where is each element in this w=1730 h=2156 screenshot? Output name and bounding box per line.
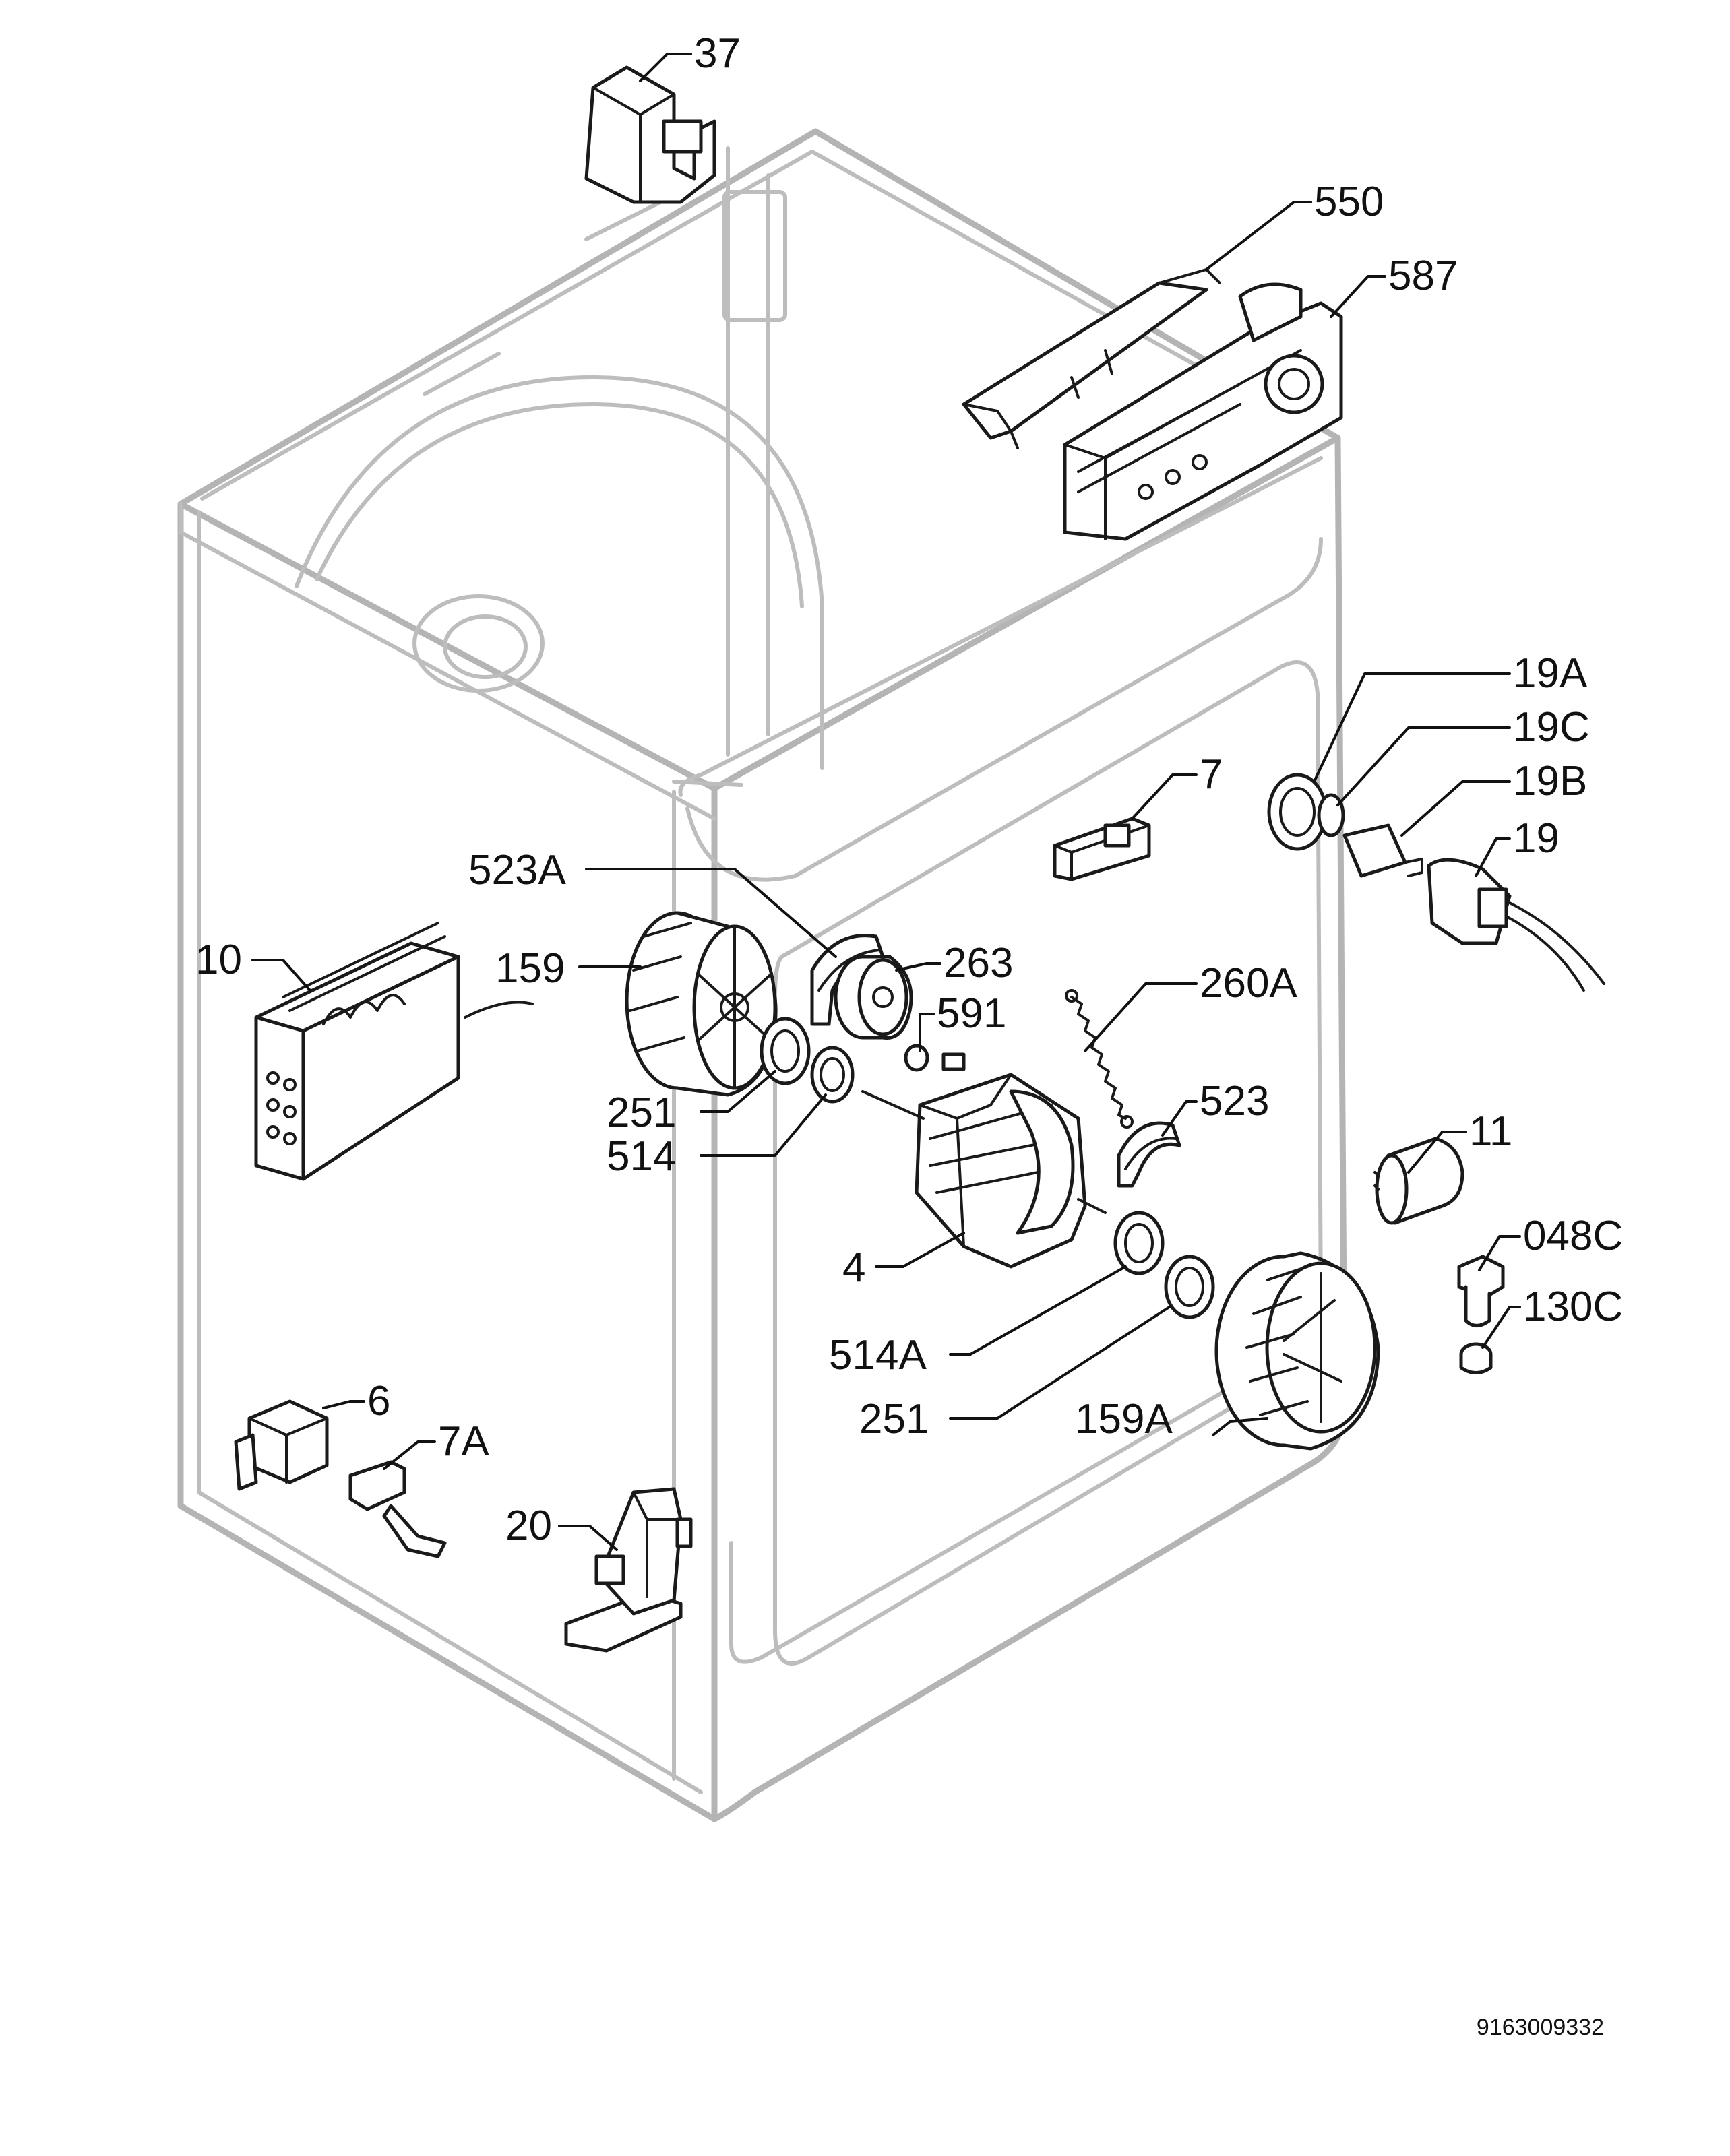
- callout-20: 20: [505, 1502, 552, 1549]
- callout-19: 19: [1513, 815, 1559, 862]
- callout-labels: 37 550 587 19A 19C 19B 19 7 523A 263 260…: [195, 30, 1623, 1549]
- callout-048C: 048C: [1523, 1213, 1623, 1259]
- callout-263: 263: [944, 940, 1013, 986]
- leader-lines: [251, 53, 1521, 1551]
- part-19A-grommet: [1267, 773, 1328, 851]
- callout-6: 6: [367, 1378, 390, 1424]
- callout-251-upper: 251: [607, 1089, 676, 1136]
- part-6-suppressor: [234, 1399, 329, 1491]
- part-11-capacitor: [1373, 1137, 1464, 1225]
- part-7-switch: [1053, 817, 1151, 881]
- part-20-door-latch: [564, 1487, 693, 1653]
- callout-7: 7: [1200, 751, 1223, 798]
- callout-550: 550: [1314, 179, 1384, 225]
- callout-251-lower: 251: [859, 1396, 929, 1442]
- part-10-heater: [254, 922, 534, 1181]
- callout-587: 587: [1388, 253, 1458, 299]
- part-523-bracket: [1117, 1121, 1181, 1188]
- part-37-door-switch: [584, 65, 716, 204]
- callout-19C: 19C: [1513, 704, 1590, 751]
- part-514-bearing: [810, 1046, 855, 1104]
- callout-19B: 19B: [1513, 758, 1587, 804]
- callout-523: 523: [1200, 1078, 1269, 1124]
- part-263-pulley: [834, 955, 913, 1040]
- part-4-motor: [861, 1052, 1107, 1269]
- callout-523A: 523A: [468, 847, 566, 893]
- part-251-bearing-lower: [1164, 1255, 1215, 1319]
- callout-7A: 7A: [438, 1418, 489, 1465]
- callout-11: 11: [1469, 1108, 1512, 1155]
- part-7A-microswitch: [348, 1460, 447, 1558]
- part-19-sensor-with-wires: [1427, 858, 1605, 992]
- part-587-control-module: [1063, 282, 1343, 541]
- part-159-wheel: [625, 911, 778, 1097]
- callout-19A: 19A: [1513, 650, 1588, 697]
- callout-591: 591: [937, 990, 1006, 1037]
- part-591-washer: [904, 1044, 929, 1072]
- part-19C-ring: [1317, 793, 1345, 837]
- part-260A-spring: [1065, 989, 1134, 1129]
- callout-260A: 260A: [1200, 960, 1297, 1007]
- callout-514: 514: [607, 1133, 676, 1180]
- callout-159A: 159A: [1075, 1396, 1173, 1442]
- part-550-control-cover: [962, 268, 1221, 449]
- callout-159: 159: [495, 945, 565, 992]
- callout-10: 10: [195, 937, 242, 983]
- part-251-bearing-upper: [760, 1017, 811, 1085]
- part-048C-filter: [1457, 1255, 1505, 1327]
- part-130C-plug: [1459, 1342, 1493, 1374]
- callout-4: 4: [842, 1244, 865, 1291]
- part-514A-bearing: [1113, 1211, 1165, 1275]
- document-number: 9163009332: [1477, 2015, 1604, 2040]
- part-19B-thermostat: [1342, 823, 1423, 878]
- callout-130C: 130C: [1523, 1283, 1623, 1330]
- callout-37: 37: [694, 30, 741, 77]
- callout-514A: 514A: [829, 1332, 927, 1378]
- part-159A-fan: [1214, 1251, 1380, 1451]
